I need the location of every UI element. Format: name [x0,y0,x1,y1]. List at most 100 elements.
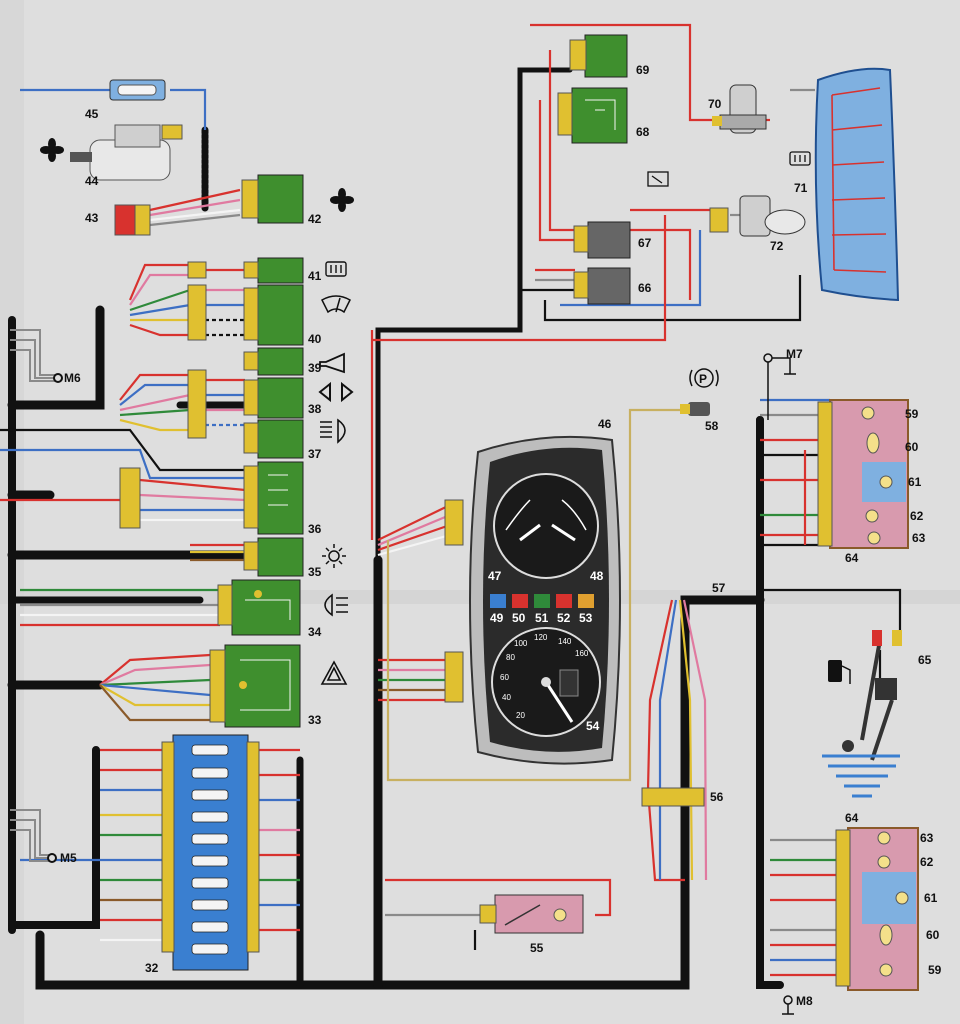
label-32: 32 [145,961,159,975]
relay-69 [569,34,628,78]
label-71: 71 [794,181,808,195]
rear-window-heater-icon [325,261,347,277]
high-beam-icon [320,418,346,444]
switch-37 [243,419,304,459]
label-55: 55 [530,941,544,955]
switch-38 [187,369,304,439]
label-39: 39 [308,361,322,375]
label-67: 67 [638,236,652,250]
rear-light-cluster-upper [817,399,909,549]
parking-brake-switch-58 [680,402,710,416]
ground-label-m7: M7 [786,347,803,361]
label-50: 50 [512,611,526,625]
heater-motor-44 [70,124,183,181]
label-38: 38 [308,402,322,416]
ground-label-m8: M8 [796,994,813,1008]
label-33: 33 [308,713,322,727]
speed-tick-40: 40 [502,693,511,702]
relay-68 [557,87,628,144]
switch-35 [243,537,304,577]
label-60-lower: 60 [926,928,940,942]
relay-67 [573,221,631,259]
label-41: 41 [308,269,322,283]
label-60-upper: 60 [905,440,919,454]
washer-icon [647,171,669,187]
rear-window-heater-icon [789,151,811,166]
inline-fuse-45 [109,79,166,101]
heater-resistor-43 [114,204,151,236]
speed-tick-140: 140 [558,637,572,646]
speed-tick-120: 120 [534,633,548,642]
rear-window-heater-71 [814,67,900,302]
label-70: 70 [708,97,722,111]
label-64-lower: 64 [845,811,859,825]
fuse-box-32 [161,734,260,971]
switch-36 [119,461,304,535]
fuel-level-sender-65 [822,630,902,798]
label-72: 72 [770,239,784,253]
label-61-upper: 61 [908,475,922,489]
label-63-lower: 63 [920,831,934,845]
speed-tick-160: 160 [575,649,589,658]
hazard-switch-33 [209,644,301,728]
label-56: 56 [710,790,724,804]
label-47: 47 [488,569,502,583]
parking-brake-symbol: P [699,372,707,386]
horn-icon [319,352,345,374]
label-62-upper: 62 [910,509,924,523]
fan-icon [330,188,354,212]
switch-41 [187,257,304,284]
label-54: 54 [586,719,600,733]
parking-brake-icon [689,368,719,388]
label-45: 45 [85,107,99,121]
label-49: 49 [490,611,504,625]
relay-66 [573,267,631,305]
fog-light-icon [324,593,348,617]
ground-label-m6: M6 [64,371,81,385]
turn-signal-icon [318,381,354,403]
label-52: 52 [557,611,571,625]
ground-harness [7,67,784,990]
label-40: 40 [308,332,322,346]
ground-label-m5: M5 [60,851,77,865]
ground-point-m7 [763,353,796,420]
heater-switch-42 [241,174,304,224]
label-34: 34 [308,625,322,639]
label-43: 43 [85,211,99,225]
connector-56 [641,787,705,807]
oil-pressure-sender-55 [479,894,584,934]
warning-lamps-49-53 [490,594,594,608]
speed-tick-80: 80 [506,653,515,662]
ground-point-m5 [10,809,57,863]
speed-tick-60: 60 [500,673,509,682]
ground-point-m6 [10,329,63,383]
ground-point-m8 [782,995,794,1015]
wiper-icon [321,295,351,314]
rear-light-cluster-lower [835,827,919,991]
label-61-lower: 61 [924,891,938,905]
label-64-upper: 64 [845,551,859,565]
label-53: 53 [579,611,593,625]
switch-39 [243,347,304,376]
washer-pump-70 [712,84,767,134]
label-63-upper: 63 [912,531,926,545]
label-59-lower: 59 [928,963,942,977]
label-59-upper: 59 [905,407,919,421]
switch-40 [187,284,304,346]
label-65: 65 [918,653,932,667]
label-48: 48 [590,569,604,583]
label-58: 58 [705,419,719,433]
label-69: 69 [636,63,650,77]
label-44: 44 [85,174,99,188]
fuel-pump-icon [828,660,851,684]
label-51: 51 [535,611,549,625]
wiper-motor-72 [709,195,806,237]
label-37: 37 [308,447,322,461]
label-36: 36 [308,522,322,536]
speedometer-54 [491,627,601,737]
label-62-lower: 62 [920,855,934,869]
label-68: 68 [636,125,650,139]
fan-icon [40,138,64,162]
hazard-icon [320,660,348,685]
label-66: 66 [638,281,652,295]
